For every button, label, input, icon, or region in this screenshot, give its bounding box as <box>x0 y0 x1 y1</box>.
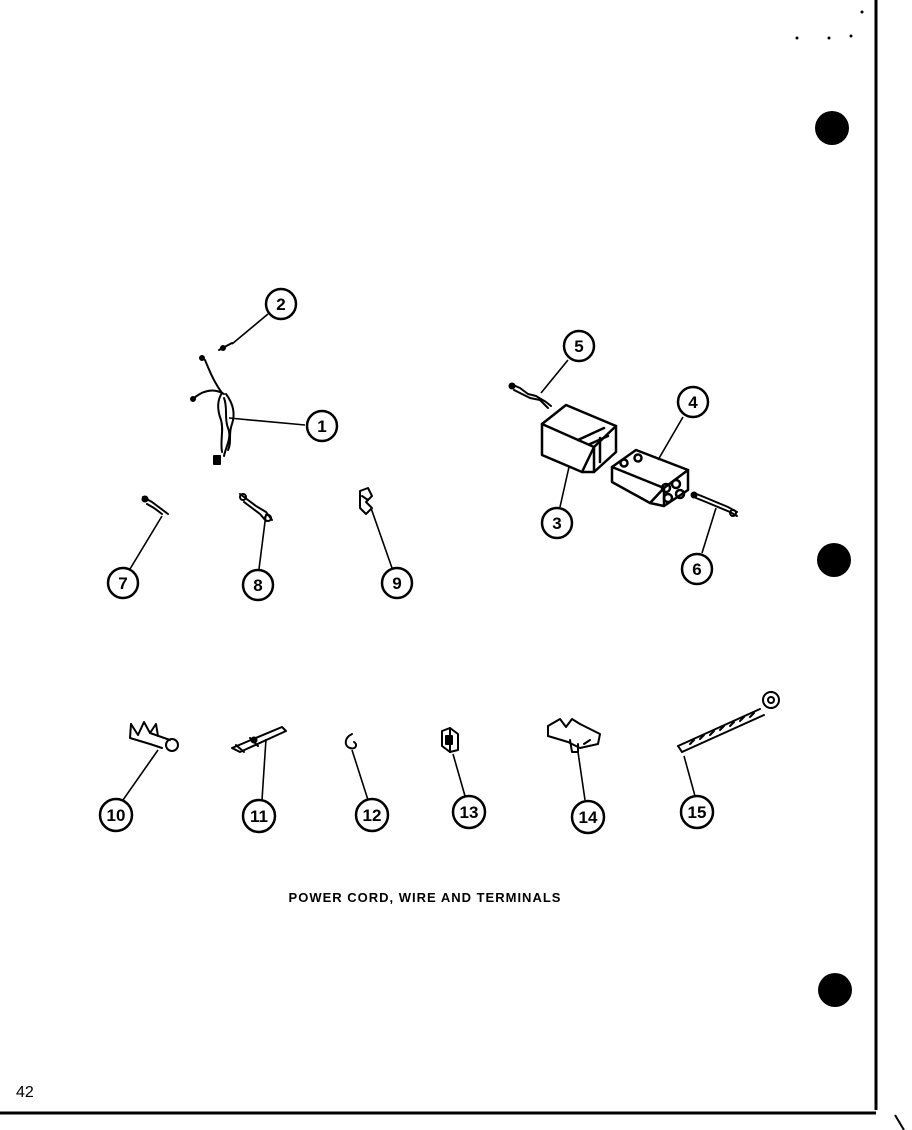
callout-13: 13 <box>451 794 487 830</box>
crimp-terminal-female-drawing <box>690 491 738 517</box>
small-connector-drawing <box>441 727 459 753</box>
callout-15: 15 <box>679 794 715 830</box>
crimp-terminal-drawing <box>508 382 552 409</box>
svg-text:11: 11 <box>250 807 268 826</box>
svg-text:1: 1 <box>317 417 326 436</box>
svg-text:8: 8 <box>253 576 262 595</box>
svg-text:7: 7 <box>118 574 127 593</box>
scan-specks <box>795 10 864 40</box>
callout-9: 9 <box>380 566 414 600</box>
cable-tie-drawing <box>677 691 780 753</box>
punch-hole-top <box>815 111 849 145</box>
connector-housing-male-drawing <box>540 403 618 474</box>
pin-terminal-drawing <box>218 342 233 351</box>
bracket-drawing <box>547 718 601 753</box>
svg-text:15: 15 <box>688 803 707 822</box>
callout-3: 3 <box>540 506 574 540</box>
svg-text:6: 6 <box>692 560 701 579</box>
connector-housing-female-drawing <box>610 448 690 508</box>
callout-12: 12 <box>354 797 390 833</box>
callout-6: 6 <box>680 552 714 586</box>
svg-text:2: 2 <box>276 295 285 314</box>
svg-text:12: 12 <box>363 806 382 825</box>
wire-harness-drawing <box>190 355 235 465</box>
callout-11: 11 <box>241 798 277 834</box>
ring-terminal-drawing <box>129 721 179 752</box>
callout-7: 7 <box>106 566 140 600</box>
flag-terminal-drawing <box>231 726 287 753</box>
punch-hole-middle <box>817 543 851 577</box>
callout-10: 10 <box>98 797 134 833</box>
callout-1: 1 <box>305 409 339 443</box>
terminal-8-drawing <box>239 493 273 522</box>
callout-14: 14 <box>570 799 606 835</box>
terminal-7-drawing <box>141 495 169 515</box>
leader-lines <box>122 313 717 801</box>
diagram-caption: POWER CORD, WIRE AND TERMINALS <box>288 890 562 905</box>
callout-5: 5 <box>562 329 596 363</box>
svg-text:10: 10 <box>107 806 126 825</box>
svg-text:14: 14 <box>579 808 598 827</box>
terminal-9-drawing <box>359 487 373 515</box>
punch-hole-bottom <box>818 973 852 1007</box>
svg-text:3: 3 <box>552 514 561 533</box>
svg-text:5: 5 <box>574 337 583 356</box>
wire-clip-drawing <box>344 733 358 750</box>
svg-text:9: 9 <box>392 574 401 593</box>
page-number: 42 <box>16 1084 34 1101</box>
svg-text:13: 13 <box>460 803 479 822</box>
callout-4: 4 <box>676 385 710 419</box>
callout-8: 8 <box>241 568 275 602</box>
svg-text:4: 4 <box>688 393 698 412</box>
callout-2: 2 <box>264 287 298 321</box>
